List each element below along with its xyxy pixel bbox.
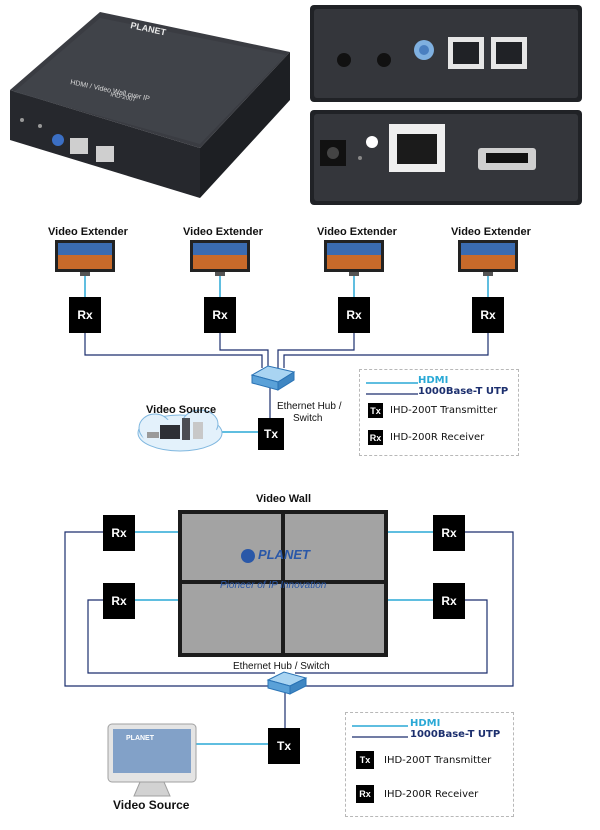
utp-cables (64, 531, 514, 728)
cloud-icon (137, 409, 223, 452)
extender-label-4: Video Extender (451, 226, 531, 238)
video-wall-display (178, 510, 388, 657)
extender-label-1: Video Extender (48, 226, 128, 238)
legend-box: HDMI 1000Base-T UTP Tx IHD-200T Transmit… (359, 369, 519, 456)
diagram1-connections (55, 240, 518, 452)
rx-box: Rx (103, 515, 135, 551)
legend-rx-desc-2: IHD-200R Receiver (384, 789, 479, 800)
device-model-text: IHD-200T (110, 92, 137, 103)
video-source-label: Video Source (146, 404, 217, 416)
extender-label-2: Video Extender (183, 226, 263, 238)
rj45-port-icon (70, 138, 88, 154)
switch-label: Ethernet Hub / Switch (277, 401, 341, 425)
device-rear-panel-image (310, 110, 582, 205)
legend-tx-icon-2: Tx (356, 751, 374, 769)
switch-label-line2: Switch (293, 413, 323, 424)
switch-label-2: Ethernet Hub / Switch (233, 661, 330, 672)
diagram2-connections (64, 510, 514, 797)
rj45-port-icon (96, 146, 114, 162)
rx-box: Rx (338, 297, 370, 333)
ethernet-switch-icon (266, 671, 308, 695)
legend-rx-icon-2: Rx (356, 785, 374, 803)
legend-tx-icon: Tx (368, 403, 383, 418)
legend-rx-desc: IHD-200R Receiver (390, 432, 485, 443)
monitor-icons (55, 240, 518, 276)
tx-box: Tx (258, 418, 284, 450)
rx-box: Rx (204, 297, 236, 333)
legend-rx-icon: Rx (368, 430, 383, 445)
wall-slogan-text: Pioneer of IP Innovation (220, 580, 327, 591)
ethernet-switch-icon (250, 365, 296, 391)
tx-box: Tx (268, 728, 300, 764)
rx-box: Rx (433, 515, 465, 551)
computer-monitor-icon (107, 723, 197, 797)
hdmi-cables (135, 531, 433, 745)
legend-hdmi: HDMI (418, 375, 449, 386)
video-source-label-2: Video Source (113, 798, 190, 812)
monitor-brand-text: PLANET (126, 735, 154, 742)
product-photos: PLANET HDMI / Video Wall over IP IHD-200… (10, 5, 582, 205)
transmitter-device-image (10, 12, 290, 198)
rx-box: Rx (472, 297, 504, 333)
legend-utp-2: 1000Base-T UTP (410, 729, 501, 740)
wall-brand-text: PLANET (258, 547, 310, 562)
dip-switch-icon (52, 134, 64, 146)
video-wall-title: Video Wall (256, 493, 312, 505)
legend-utp: 1000Base-T UTP (418, 386, 509, 397)
extender-label-3: Video Extender (317, 226, 397, 238)
utp-cables (84, 333, 489, 418)
switch-label-line1: Ethernet Hub / (277, 401, 342, 412)
legend-hdmi-2: HDMI (410, 718, 441, 729)
legend-tx-desc-2: IHD-200T Transmitter (384, 755, 492, 766)
device-front-panel-image (310, 5, 582, 102)
legend-tx-desc: IHD-200T Transmitter (390, 405, 498, 416)
rx-box: Rx (433, 583, 465, 619)
rx-box: Rx (103, 583, 135, 619)
rx-box: Rx (69, 297, 101, 333)
legend-box-2: HDMI 1000Base-T UTP Tx IHD-200T Transmit… (345, 712, 514, 817)
